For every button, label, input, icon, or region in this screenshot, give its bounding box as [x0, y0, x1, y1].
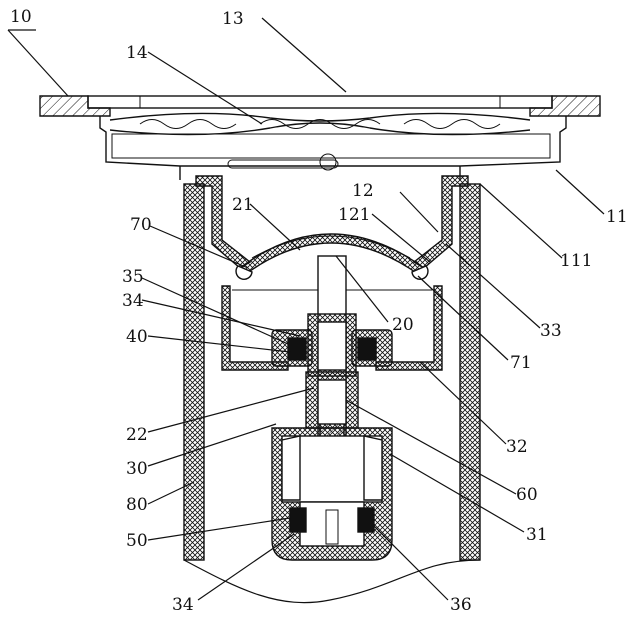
label-20: 20 — [392, 315, 414, 335]
label-21: 21 — [232, 195, 254, 215]
label-33: 33 — [540, 321, 562, 341]
lower-chamber-part-31 — [271, 371, 393, 561]
reference-labels: 10 13 14 11 111 12 121 21 70 33 35 34 20… — [10, 7, 628, 615]
label-50: 50 — [126, 531, 148, 551]
label-34-lower: 34 — [172, 595, 194, 615]
label-11: 11 — [606, 207, 628, 227]
label-35: 35 — [122, 267, 144, 287]
top-flange-part-10 — [39, 95, 601, 117]
leader-lines — [7, 17, 605, 601]
label-70: 70 — [130, 215, 152, 235]
label-12: 12 — [352, 181, 374, 201]
label-36: 36 — [450, 595, 472, 615]
seal-rings-part-34 — [271, 329, 393, 367]
label-31: 31 — [526, 525, 548, 545]
label-32: 32 — [506, 437, 528, 457]
label-121: 121 — [338, 205, 370, 225]
housing-frame-part-11 — [99, 116, 567, 180]
label-60: 60 — [516, 485, 538, 505]
inner-body-part-70 — [195, 175, 469, 371]
label-34-upper: 34 — [122, 291, 144, 311]
label-22: 22 — [126, 425, 148, 445]
label-40: 40 — [126, 327, 148, 347]
label-14: 14 — [126, 43, 148, 63]
label-13: 13 — [222, 9, 244, 29]
label-30: 30 — [126, 459, 148, 479]
label-111: 111 — [560, 251, 592, 271]
label-10: 10 — [10, 7, 32, 27]
sealing-cap-part-21 — [235, 233, 429, 280]
grate-cover-part-14 — [109, 112, 531, 136]
label-71: 71 — [510, 353, 532, 373]
label-80: 80 — [126, 495, 148, 515]
